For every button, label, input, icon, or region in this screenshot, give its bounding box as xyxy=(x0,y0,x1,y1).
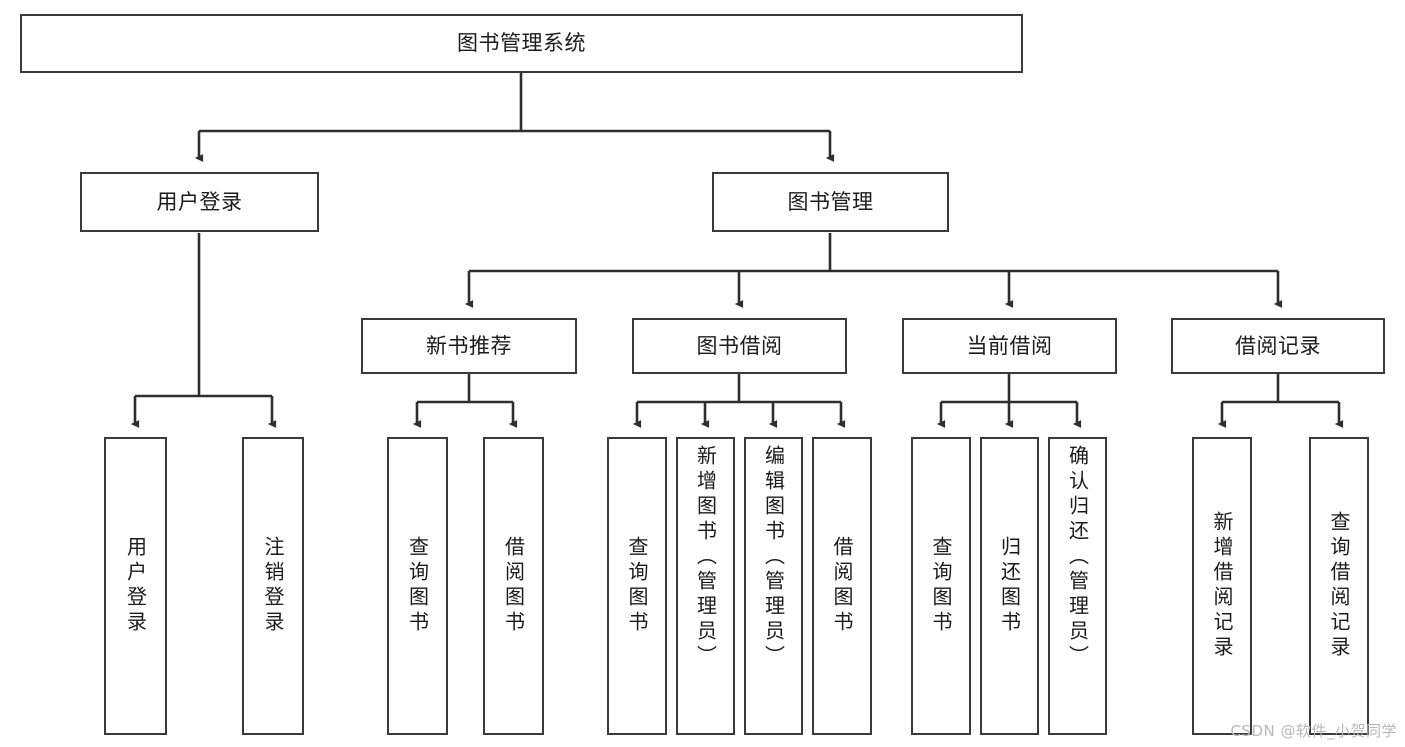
node-leaf-add-book[interactable]: 新增图书（管理员） xyxy=(676,437,735,735)
node-new-book-recommend[interactable]: 新书推荐 xyxy=(361,318,577,374)
node-leaf-user-login[interactable]: 用户登录 xyxy=(104,437,167,735)
node-leaf-query-record[interactable]: 查询借阅记录 xyxy=(1309,437,1369,735)
node-root-label: 图书管理系统 xyxy=(457,31,586,56)
node-borrow-record-label: 借阅记录 xyxy=(1235,333,1321,358)
node-leaf-query-book-3[interactable]: 查询图书 xyxy=(911,437,971,735)
node-book-borrow-label: 图书借阅 xyxy=(696,333,783,358)
node-leaf-query-record-label: 查询借阅记录 xyxy=(1327,511,1351,661)
node-leaf-borrow-book-1[interactable]: 借阅图书 xyxy=(483,437,544,735)
node-leaf-add-record-label: 新增借阅记录 xyxy=(1210,511,1234,661)
node-user-login[interactable]: 用户登录 xyxy=(80,172,319,232)
node-current-borrow[interactable]: 当前借阅 xyxy=(902,318,1117,374)
node-leaf-edit-book[interactable]: 编辑图书（管理员） xyxy=(744,437,803,735)
node-leaf-query-book-3-label: 查询图书 xyxy=(929,536,953,636)
node-root[interactable]: 图书管理系统 xyxy=(20,14,1023,73)
watermark-text: CSDN @软件_小贺同学 xyxy=(1230,722,1397,740)
node-current-borrow-label: 当前借阅 xyxy=(966,333,1053,358)
node-leaf-query-book-1-label: 查询图书 xyxy=(405,536,430,636)
node-user-login-label: 用户登录 xyxy=(156,189,243,214)
node-leaf-logout-login-label: 注销登录 xyxy=(261,536,285,636)
node-leaf-borrow-book-2[interactable]: 借阅图书 xyxy=(812,437,872,735)
node-book-management[interactable]: 图书管理 xyxy=(712,172,949,232)
node-leaf-query-book-2[interactable]: 查询图书 xyxy=(607,437,667,735)
node-leaf-return-book-label: 归还图书 xyxy=(997,536,1022,636)
node-leaf-confirm-return-label: 确认归还（管理员） xyxy=(1065,445,1090,670)
node-borrow-record[interactable]: 借阅记录 xyxy=(1171,318,1385,374)
node-leaf-query-book-2-label: 查询图书 xyxy=(625,536,649,636)
node-leaf-add-record[interactable]: 新增借阅记录 xyxy=(1192,437,1252,735)
node-leaf-return-book[interactable]: 归还图书 xyxy=(980,437,1039,735)
node-leaf-edit-book-label: 编辑图书（管理员） xyxy=(761,445,786,670)
node-leaf-logout-login[interactable]: 注销登录 xyxy=(242,437,304,735)
node-book-management-label: 图书管理 xyxy=(787,189,874,214)
node-leaf-confirm-return[interactable]: 确认归还（管理员） xyxy=(1048,437,1107,735)
node-new-book-recommend-label: 新书推荐 xyxy=(426,333,512,358)
node-book-borrow[interactable]: 图书借阅 xyxy=(632,318,847,374)
node-leaf-query-book-1[interactable]: 查询图书 xyxy=(387,437,448,735)
node-leaf-borrow-book-2-label: 借阅图书 xyxy=(830,536,854,636)
node-leaf-borrow-book-1-label: 借阅图书 xyxy=(501,536,526,636)
node-leaf-add-book-label: 新增图书（管理员） xyxy=(693,445,718,670)
node-leaf-user-login-label: 用户登录 xyxy=(123,536,148,636)
